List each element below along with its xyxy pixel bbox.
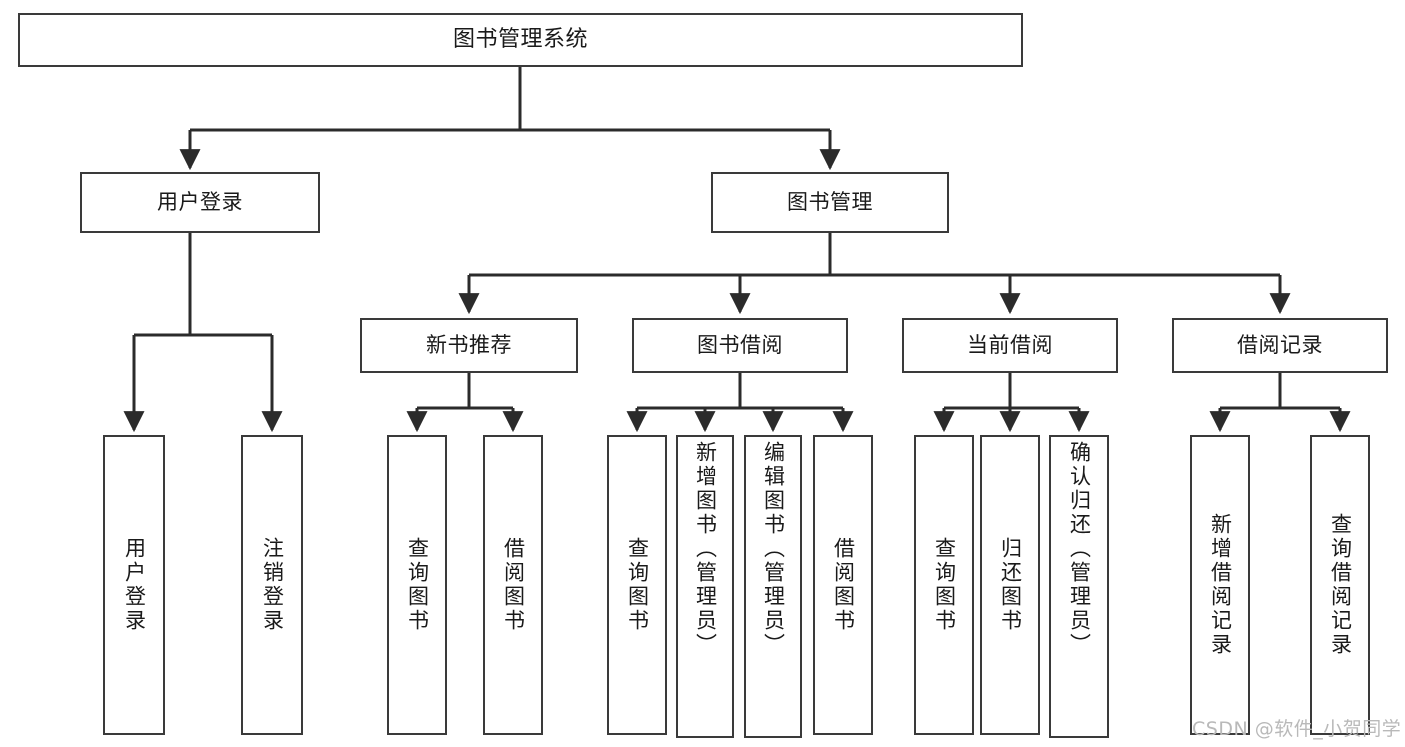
node-leaf-return-book[interactable]: 归还图书 bbox=[980, 435, 1040, 735]
node-label: 借阅图书 bbox=[831, 537, 856, 633]
node-leaf-user-login[interactable]: 用户登录 bbox=[103, 435, 165, 735]
node-leaf-add-book[interactable]: 新增图书（管理员） bbox=[676, 435, 734, 738]
node-leaf-borrow-book-1[interactable]: 借阅图书 bbox=[483, 435, 543, 735]
node-label: 查询图书 bbox=[405, 537, 430, 633]
node-label: 借阅记录 bbox=[1237, 332, 1323, 357]
node-label: 新增借阅记录 bbox=[1208, 513, 1233, 657]
watermark-text: CSDN @软件_小贺同学 bbox=[1192, 718, 1402, 740]
node-label: 用户登录 bbox=[157, 189, 243, 214]
node-leaf-query-book-1[interactable]: 查询图书 bbox=[387, 435, 447, 735]
node-label: 查询借阅记录 bbox=[1328, 513, 1353, 657]
node-new-book-recommend[interactable]: 新书推荐 bbox=[360, 318, 578, 373]
node-label: 编辑图书（管理员） bbox=[761, 441, 786, 657]
node-book-borrow[interactable]: 图书借阅 bbox=[632, 318, 848, 373]
node-label: 图书管理系统 bbox=[452, 26, 588, 52]
node-label: 图书管理 bbox=[787, 189, 873, 214]
node-label: 新书推荐 bbox=[426, 332, 512, 357]
node-label: 用户登录 bbox=[122, 537, 147, 633]
node-root-system[interactable]: 图书管理系统 bbox=[18, 13, 1023, 67]
node-leaf-query-book-3[interactable]: 查询图书 bbox=[914, 435, 974, 735]
node-label: 图书借阅 bbox=[697, 332, 783, 357]
node-label: 借阅图书 bbox=[501, 537, 526, 633]
node-label: 新增图书（管理员） bbox=[693, 441, 718, 657]
node-label: 查询图书 bbox=[625, 537, 650, 633]
node-leaf-query-record[interactable]: 查询借阅记录 bbox=[1310, 435, 1370, 735]
node-leaf-borrow-book-2[interactable]: 借阅图书 bbox=[813, 435, 873, 735]
node-current-borrow[interactable]: 当前借阅 bbox=[902, 318, 1118, 373]
node-borrow-record[interactable]: 借阅记录 bbox=[1172, 318, 1388, 373]
node-label: 注销登录 bbox=[260, 537, 285, 633]
node-label: 归还图书 bbox=[998, 537, 1023, 633]
node-leaf-add-record[interactable]: 新增借阅记录 bbox=[1190, 435, 1250, 735]
node-label: 确认归还（管理员） bbox=[1067, 441, 1092, 657]
node-label: 当前借阅 bbox=[967, 332, 1053, 357]
node-label: 查询图书 bbox=[932, 537, 957, 633]
node-user-login[interactable]: 用户登录 bbox=[80, 172, 320, 233]
node-leaf-logout-login[interactable]: 注销登录 bbox=[241, 435, 303, 735]
node-leaf-confirm-return[interactable]: 确认归还（管理员） bbox=[1049, 435, 1109, 738]
node-leaf-query-book-2[interactable]: 查询图书 bbox=[607, 435, 667, 735]
node-leaf-edit-book[interactable]: 编辑图书（管理员） bbox=[744, 435, 802, 738]
node-book-manage[interactable]: 图书管理 bbox=[711, 172, 949, 233]
